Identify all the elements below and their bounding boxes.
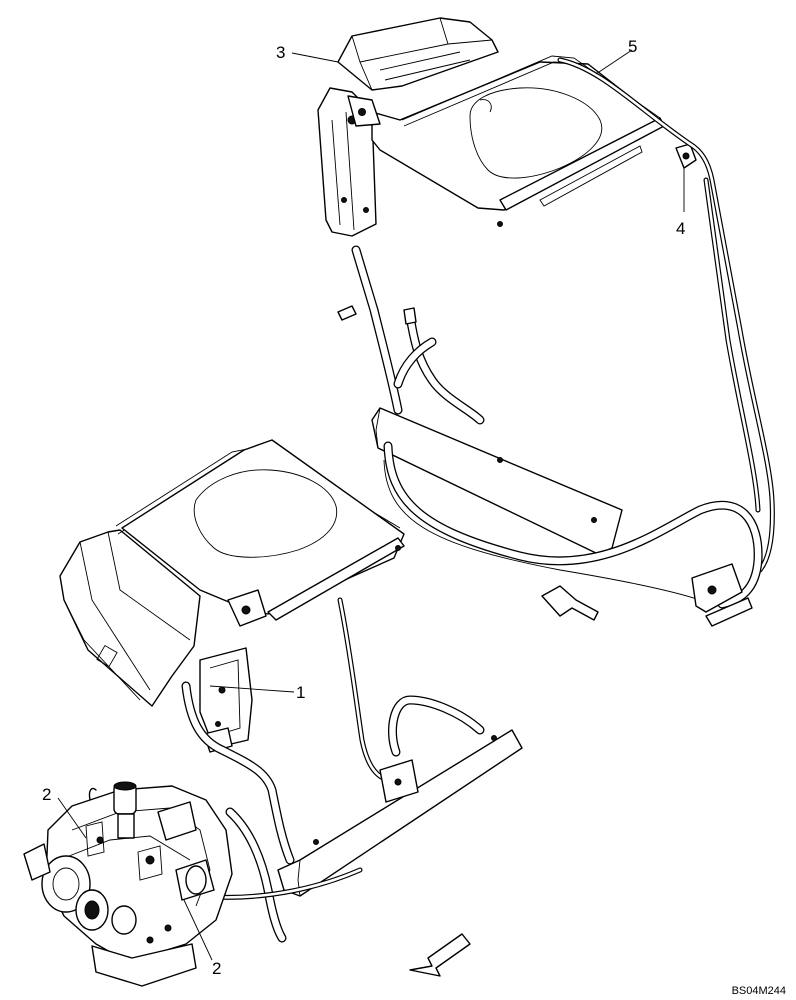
callout-4: 4 (676, 219, 685, 238)
callout-1: 1 (296, 683, 305, 702)
upper-direction-arrow (541, 585, 599, 621)
lower-direction-arrow (409, 933, 471, 977)
upper-cab-assembly (317, 17, 697, 237)
figure-code: BS04M244 (732, 985, 786, 997)
callout-3: 3 (276, 43, 285, 62)
callout-2-lower: 2 (212, 959, 221, 978)
callout-leaders (57, 49, 685, 961)
upper-hose-routing (337, 57, 775, 627)
callout-2-upper: 2 (42, 785, 51, 804)
callout-5: 5 (628, 37, 637, 56)
engine-block (23, 781, 233, 987)
lower-heater-assembly (59, 439, 405, 753)
lower-hose-routing (181, 597, 523, 943)
